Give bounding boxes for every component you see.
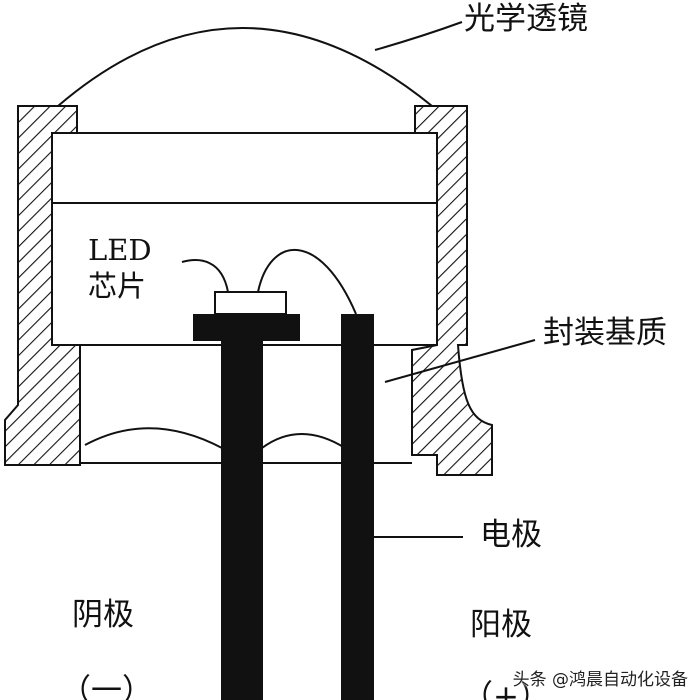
optical-lens-dome [57, 27, 433, 107]
anode-lead [341, 314, 374, 700]
led-chip-label-line2: 芯片 [88, 269, 147, 303]
base-arc-right [261, 433, 346, 449]
cathode-label: 阴极 [72, 597, 134, 633]
cathode-sign-label: （一） [60, 673, 153, 700]
bond-wire-right [257, 248, 357, 315]
leader-package-substrate [384, 339, 536, 383]
bond-wire-left [181, 259, 229, 293]
led-chip-label-line1: LED [88, 233, 152, 267]
optical-lens-label: 光学透镜 [464, 1, 588, 37]
leader-optical-lens [374, 21, 463, 51]
led-chip-label: LED 芯片 [88, 232, 152, 304]
housing-left-wall [4, 105, 81, 466]
base-arc-left [84, 427, 223, 449]
watermark-text: 头条 @鸿晨自动化设备 [512, 670, 688, 690]
led-chip [214, 291, 287, 315]
package-substrate-label: 封装基质 [543, 315, 667, 351]
anode-sign-label: （+） [462, 679, 550, 700]
anode-label: 阳极 [470, 607, 532, 643]
cathode-lead [221, 330, 263, 700]
housing-right-wall [411, 105, 493, 476]
electrode-label: 电极 [480, 517, 542, 553]
